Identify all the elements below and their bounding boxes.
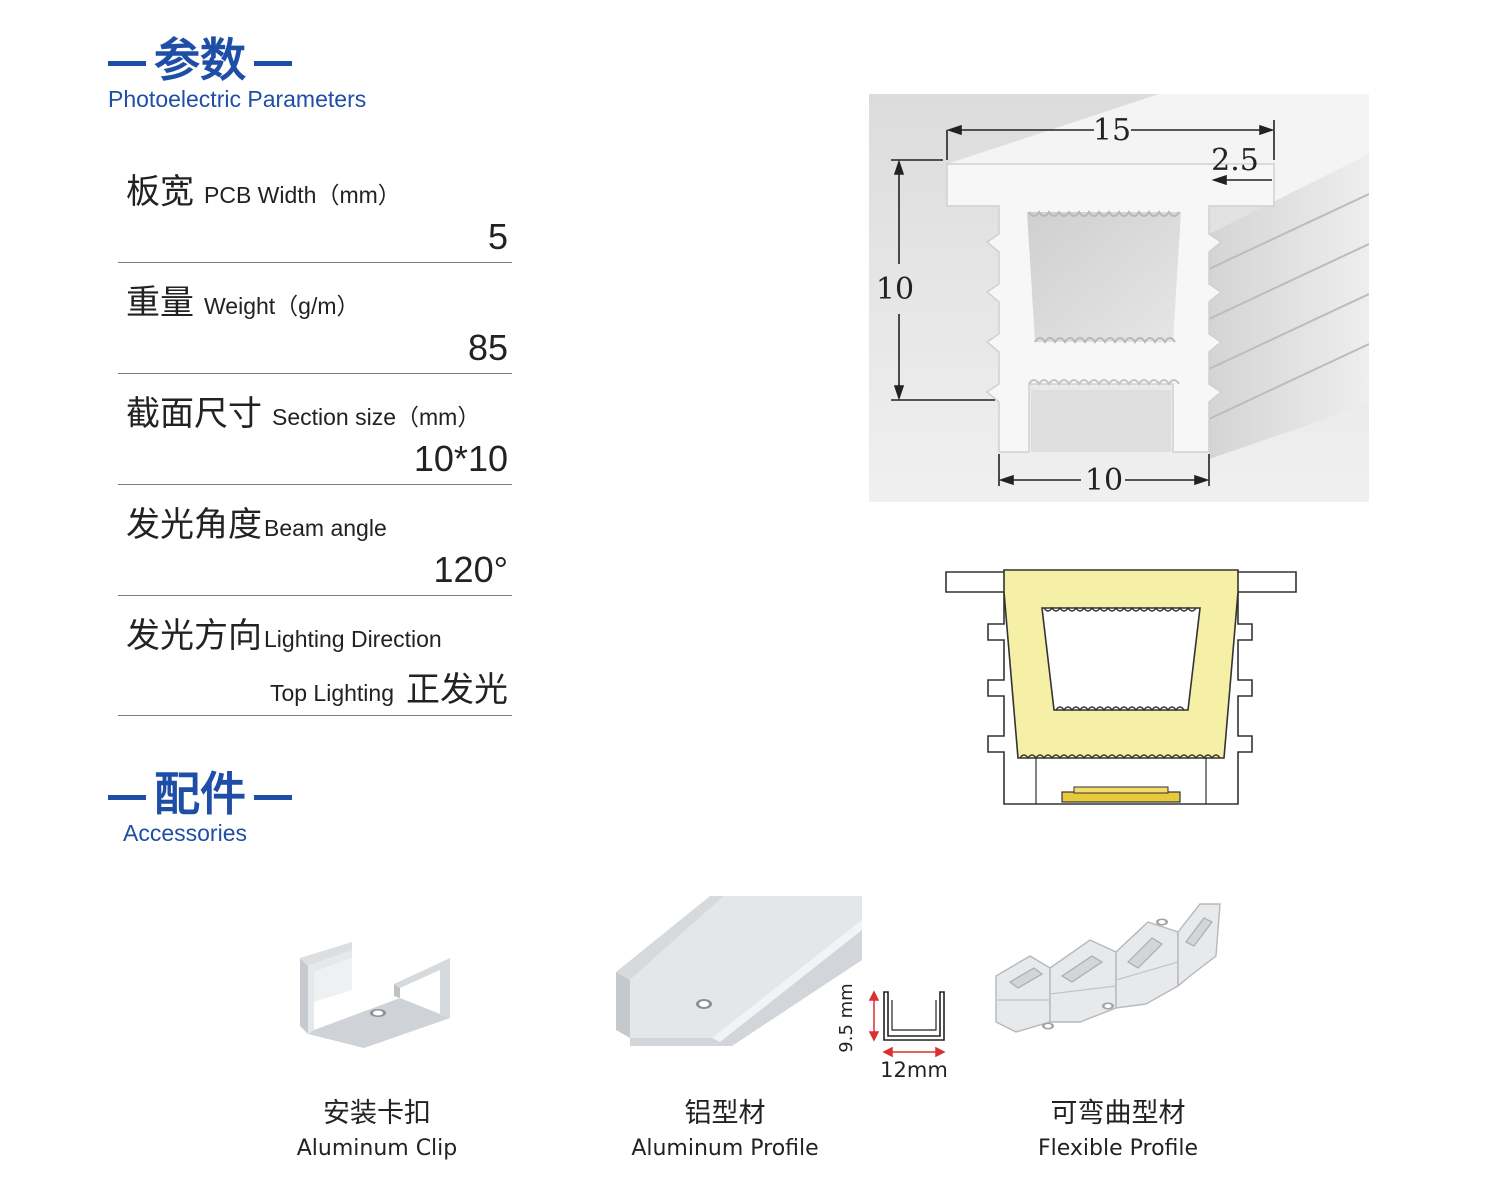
param-value: 10*10 <box>413 438 508 479</box>
dim-height: 10 <box>876 272 914 307</box>
accessories-heading-en: Accessories <box>123 820 247 846</box>
param-value: 120° <box>433 549 508 590</box>
param-beam-angle: 发光角度Beam angle 120° <box>118 485 512 596</box>
heading-dash <box>108 61 146 66</box>
profile-width-label: 12mm <box>880 1058 948 1080</box>
param-value: 85 <box>467 327 508 368</box>
accessories-heading: 配件 Accessories <box>108 768 300 846</box>
flexible-profile-image <box>995 903 1221 1033</box>
params-heading-en: Photoelectric Parameters <box>108 86 367 112</box>
dim-bottom-width: 10 <box>1085 463 1123 498</box>
profile-height-label: 9.5 mm <box>836 983 857 1052</box>
profile-dimension-render: 15 2.5 10 10 <box>869 94 1369 502</box>
accessory-aluminum-profile: 铝型材 Aluminum Profile <box>631 1098 819 1161</box>
heading-dash <box>108 795 146 800</box>
param-value: 5 <box>487 216 508 257</box>
params-heading-zh: 参数 <box>108 34 366 86</box>
aluminum-clip-image <box>300 942 450 1048</box>
aluminum-profile-image <box>616 896 862 1046</box>
accessory-aluminum-clip: 安装卡扣 Aluminum Clip <box>296 1098 458 1161</box>
params-heading: 参数 Photoelectric Parameters <box>108 34 366 112</box>
accessory-flexible-profile: 可弯曲型材 Flexible Profile <box>1037 1098 1199 1161</box>
dim-top-width: 15 <box>1093 113 1131 148</box>
heading-dash <box>254 795 292 800</box>
profile-dimension-diagram: 9.5 mm 12mm <box>836 983 948 1080</box>
heading-dash <box>254 61 292 66</box>
profile-cross-section <box>945 569 1297 805</box>
dim-flange: 2.5 <box>1211 143 1259 178</box>
accessories-heading-zh: 配件 <box>108 768 300 820</box>
